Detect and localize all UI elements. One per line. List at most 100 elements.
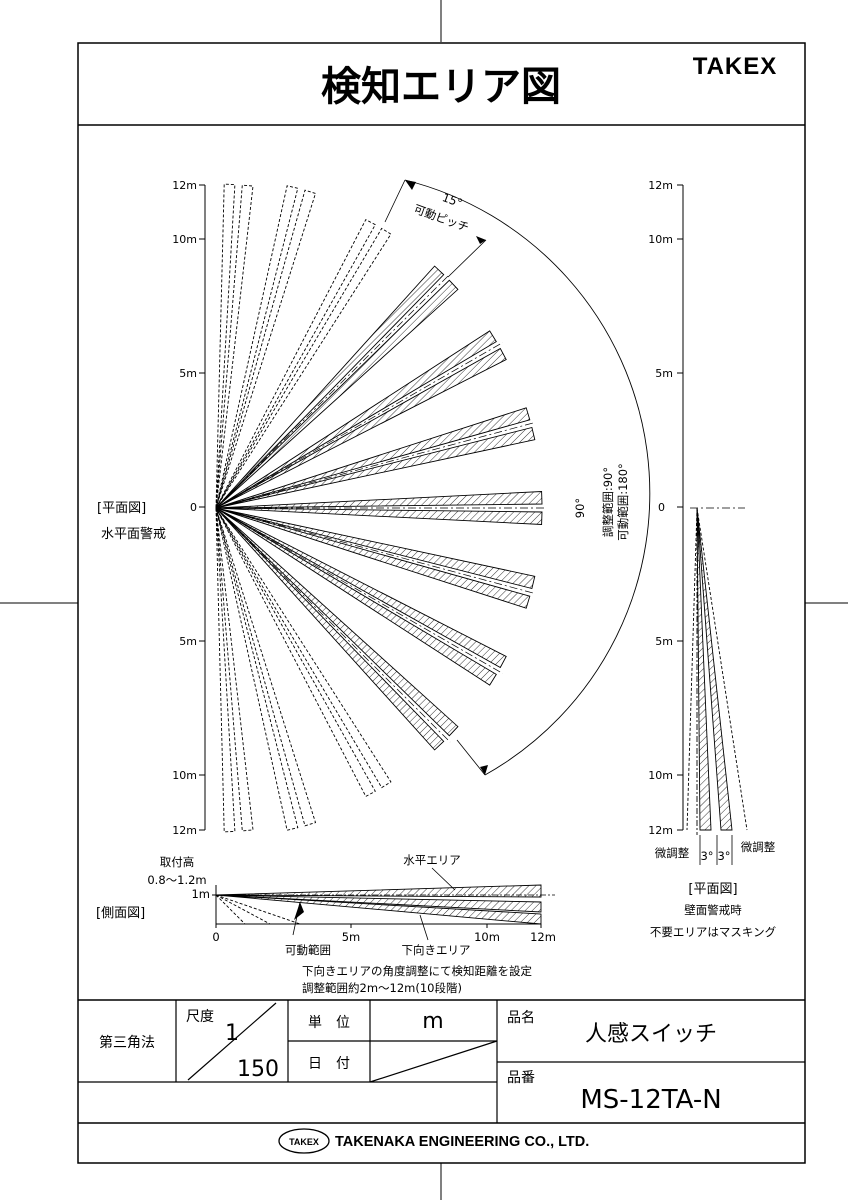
unit-label: 単 位 bbox=[308, 1015, 350, 1031]
wall-tick-label: 12m bbox=[648, 824, 673, 837]
beam-centerline bbox=[215, 342, 503, 509]
detection-beam bbox=[215, 507, 445, 751]
product-name: 人感スイッチ bbox=[585, 1022, 717, 1047]
arc-arrow-top bbox=[405, 180, 416, 190]
beam-centerline bbox=[215, 421, 536, 509]
beam-centerline bbox=[215, 273, 451, 509]
side-x-tick: 5m bbox=[342, 930, 361, 944]
plan-tick-label: 5m bbox=[179, 635, 197, 648]
downward-area-label: 下向きエリア bbox=[402, 943, 471, 957]
product-number: MS-12TA-N bbox=[580, 1085, 721, 1115]
height-tick-label: 1m bbox=[191, 887, 210, 901]
scale-label: 尺度 bbox=[186, 1009, 214, 1025]
wall-view-note: 不要エリアはマスキング bbox=[650, 925, 777, 939]
company-logo-badge bbox=[278, 1128, 330, 1154]
detection-beam bbox=[215, 507, 497, 686]
detection-beam bbox=[215, 507, 507, 669]
footer: TAKEX TAKENAKA ENGINEERING CO., LTD. bbox=[278, 1128, 589, 1154]
wall-tick-label: 0 bbox=[658, 501, 665, 514]
detection-beam bbox=[215, 507, 536, 590]
detection-beam bbox=[215, 347, 507, 509]
wall-view-label: [平面図] bbox=[688, 882, 737, 897]
wall-tick-label: 12m bbox=[648, 179, 673, 192]
movable-range-arrow bbox=[294, 902, 304, 920]
wall-tick-label: 5m bbox=[655, 635, 673, 648]
scale-numerator: 1 bbox=[225, 1021, 239, 1046]
movable-beam bbox=[215, 189, 317, 509]
horizontal-area-leader bbox=[431, 867, 456, 891]
movable-beam bbox=[215, 218, 376, 509]
brand-logo: TAKEX bbox=[693, 53, 778, 80]
side-note-2: 調整範囲約2m〜12m(10段階) bbox=[302, 981, 462, 995]
wall-tick-label: 10m bbox=[648, 233, 673, 246]
detection-beam bbox=[215, 507, 459, 737]
pitch-label: 可動ピッチ bbox=[412, 202, 471, 235]
side-note-1: 下向きエリアの角度調整にて検知距離を設定 bbox=[302, 964, 532, 978]
arc-arrow-pitch bbox=[476, 236, 486, 244]
projection-method: 第三角法 bbox=[99, 1034, 155, 1051]
detection-beam bbox=[215, 426, 536, 509]
horizontal-area-label: 水平エリア bbox=[403, 853, 461, 867]
product-name-label: 品名 bbox=[507, 1010, 535, 1026]
unit-value: m bbox=[422, 1009, 443, 1034]
movable-beam bbox=[215, 227, 392, 509]
plan-view: 12m 10m 5m 0 5m 10m 12m 15° 可動ピッチ 90° 調整… bbox=[97, 179, 651, 837]
plan-tick-label: 12m bbox=[172, 179, 197, 192]
plan-view-label: [平面図] bbox=[97, 501, 146, 516]
adjust-range-arc bbox=[404, 179, 651, 776]
side-view-zones bbox=[215, 884, 555, 925]
mount-height-label: 取付高 bbox=[160, 855, 195, 869]
movable-beam bbox=[215, 184, 254, 509]
wall-beams bbox=[686, 507, 748, 835]
horizontal-zone-lower bbox=[215, 894, 542, 913]
wall-tick-label: 5m bbox=[655, 367, 673, 380]
detection-beam bbox=[215, 507, 531, 609]
beam-centerline bbox=[215, 507, 536, 595]
arc-arrow-bottom bbox=[480, 765, 488, 775]
company-name: TAKENAKA ENGINEERING CO., LTD. bbox=[335, 1134, 589, 1150]
detection-beam bbox=[215, 330, 497, 509]
pitch-leader bbox=[447, 239, 487, 278]
title-block: 第三角法 尺度 1 150 単 位 m 日 付 品名 人感スイッチ 品番 MS-… bbox=[78, 1000, 805, 1123]
wall-view-ticks bbox=[677, 184, 683, 831]
wall-tick-label: 10m bbox=[648, 769, 673, 782]
pitch-leader bbox=[384, 179, 406, 223]
movable-beam bbox=[215, 183, 236, 509]
beam-centerline bbox=[215, 507, 451, 743]
wall-angle-right: 3° bbox=[717, 849, 730, 863]
downward-zone bbox=[215, 894, 542, 925]
product-number-label: 品番 bbox=[507, 1070, 535, 1086]
detection-beam bbox=[215, 507, 543, 525]
side-x-tick: 12m bbox=[530, 930, 556, 944]
plan-view-beams bbox=[215, 183, 547, 833]
frame bbox=[77, 42, 806, 1164]
wall-view-sublabel: 壁面警戒時 bbox=[684, 903, 742, 917]
side-movable-range: 可動範囲 bbox=[285, 943, 331, 957]
plan-view-ticks bbox=[199, 184, 205, 831]
detection-beam bbox=[215, 491, 543, 509]
plan-tick-label: 10m bbox=[172, 769, 197, 782]
pitch-angle: 15° bbox=[440, 190, 464, 210]
date-label: 日 付 bbox=[308, 1056, 350, 1072]
side-view: 取付高 0.8〜1.2m 1m 0 5m 10m 12m [側面図] 水平エリア bbox=[96, 853, 556, 995]
plan-view-sublabel: 水平面警戒 bbox=[101, 526, 166, 542]
plan-tick-label: 10m bbox=[172, 233, 197, 246]
fine-adjust-left: 微調整 bbox=[655, 846, 690, 860]
company-logo: TAKEX bbox=[289, 1137, 319, 1147]
movable-beam bbox=[215, 185, 299, 509]
detection-beam bbox=[215, 265, 445, 509]
side-x-tick: 0 bbox=[212, 930, 219, 944]
movable-beam bbox=[215, 507, 299, 831]
plan-tick-label: 12m bbox=[172, 824, 197, 837]
wall-angle-left: 3° bbox=[700, 849, 713, 863]
downward-area-leader bbox=[419, 914, 429, 941]
adjust-range-text: 調整範囲:90° bbox=[601, 467, 615, 537]
movable-beam bbox=[215, 507, 392, 789]
arc-angle: 90° bbox=[573, 498, 587, 518]
movable-range-text: 可動範囲:180° bbox=[616, 463, 630, 541]
movable-beam bbox=[215, 507, 254, 832]
beam-centerline bbox=[215, 507, 503, 674]
plan-tick-label: 5m bbox=[179, 367, 197, 380]
mount-height-range: 0.8〜1.2m bbox=[147, 873, 206, 887]
